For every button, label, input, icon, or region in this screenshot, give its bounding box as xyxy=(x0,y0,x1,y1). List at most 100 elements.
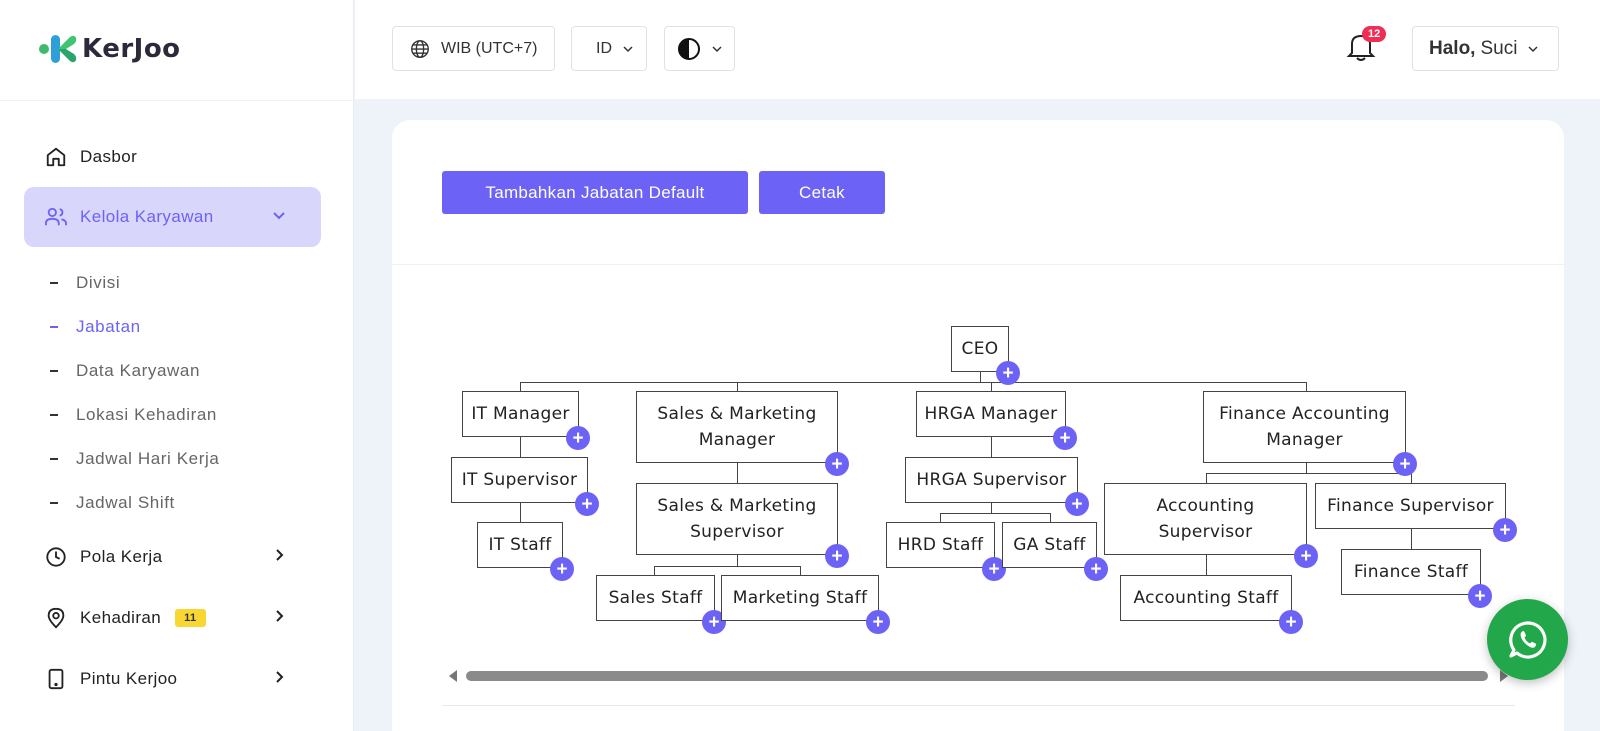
org-node-label: HRD Staff xyxy=(897,535,984,555)
kerjoo-logo-icon xyxy=(39,35,77,63)
users-icon xyxy=(44,205,68,229)
org-node-hrgam[interactable]: HRGA Manager xyxy=(916,391,1066,437)
clock-icon xyxy=(44,545,68,569)
kehadiran-count-badge: 11 xyxy=(175,609,206,627)
tablet-icon xyxy=(44,667,68,691)
sidebar-item-pintu-kerjoo[interactable]: Pintu Kerjoo xyxy=(24,649,321,709)
org-node-hrds[interactable]: HRD Staff xyxy=(886,522,995,568)
org-node-label: IT Supervisor xyxy=(461,470,578,490)
home-icon xyxy=(44,145,68,169)
org-node-label: Accounting Staff xyxy=(1133,588,1279,608)
add-child-position-button[interactable]: + xyxy=(550,557,574,581)
sidebar-divider xyxy=(0,100,354,101)
sidebar-subitem-jabatan[interactable]: Jabatan xyxy=(50,317,141,337)
add-child-position-button[interactable]: + xyxy=(1393,452,1417,476)
org-node-sst[interactable]: Sales Staff xyxy=(596,575,715,621)
org-node-label: HRGA Supervisor xyxy=(916,470,1067,490)
sidebar-item-kehadiran[interactable]: Kehadiran 11 xyxy=(24,588,321,648)
notification-count-badge: 12 xyxy=(1362,26,1387,42)
app-logo[interactable]: KerJoo xyxy=(38,32,181,66)
add-child-position-button[interactable]: + xyxy=(1468,584,1492,608)
add-child-position-button[interactable]: + xyxy=(1065,492,1089,516)
org-connector-line xyxy=(1306,382,1308,391)
horizontal-scrollbar[interactable] xyxy=(466,671,1488,681)
scroll-right-arrow[interactable] xyxy=(1500,670,1508,682)
org-node-label: Finance Supervisor xyxy=(1327,496,1494,516)
org-connector-line xyxy=(520,437,522,457)
add-child-position-button[interactable]: + xyxy=(866,610,890,634)
org-node-itst[interactable]: IT Staff xyxy=(477,522,563,568)
whatsapp-button[interactable] xyxy=(1487,599,1568,680)
add-child-position-button[interactable]: + xyxy=(1279,610,1303,634)
org-node-itm[interactable]: IT Manager xyxy=(462,391,579,437)
add-child-position-button[interactable]: + xyxy=(1084,557,1108,581)
theme-toggle[interactable] xyxy=(664,26,735,71)
sidebar-item-pola-kerja[interactable]: Pola Kerja xyxy=(24,527,321,587)
sidebar-subitem-jadwal-hari-kerja[interactable]: Jadwal Hari Kerja xyxy=(50,449,219,469)
scroll-left-arrow[interactable] xyxy=(449,670,457,682)
org-connector-line xyxy=(654,566,656,575)
org-connector-line xyxy=(1050,513,1052,522)
add-child-position-button[interactable]: + xyxy=(1053,426,1077,450)
print-button[interactable]: Cetak xyxy=(759,171,885,214)
sidebar-subitem-divisi[interactable]: Divisi xyxy=(50,273,120,293)
org-connector-line xyxy=(1306,463,1308,473)
sidebar-subitem-lokasi-kehadiran[interactable]: Lokasi Kehadiran xyxy=(50,405,217,425)
org-node-fam[interactable]: Finance Accounting Manager xyxy=(1203,391,1406,463)
org-connector-line xyxy=(800,566,802,575)
org-node-mst[interactable]: Marketing Staff xyxy=(721,575,879,621)
org-node-acst[interactable]: Accounting Staff xyxy=(1120,575,1292,621)
org-node-smm[interactable]: Sales & Marketing Manager xyxy=(636,391,838,463)
org-connector-line xyxy=(737,555,739,566)
org-node-hrgas[interactable]: HRGA Supervisor xyxy=(905,457,1078,503)
org-node-label: GA Staff xyxy=(1013,535,1086,555)
timezone-label: WIB (UTC+7) xyxy=(441,39,538,57)
add-child-position-button[interactable]: + xyxy=(825,452,849,476)
org-node-fst[interactable]: Finance Staff xyxy=(1341,549,1481,595)
add-child-position-button[interactable]: + xyxy=(1493,518,1517,542)
org-connector-line xyxy=(520,382,1306,384)
org-node-label: Accounting Supervisor xyxy=(1156,496,1255,542)
sidebar-item-label: Kehadiran xyxy=(80,608,162,627)
top-bar xyxy=(355,0,1600,99)
chevron-down-icon xyxy=(271,207,287,228)
org-connector-line xyxy=(1411,529,1413,549)
dash-icon xyxy=(50,458,58,460)
sidebar-item-label: Dasbor xyxy=(80,147,138,166)
sidebar-subitem-data-karyawan[interactable]: Data Karyawan xyxy=(50,361,200,381)
add-child-position-button[interactable]: + xyxy=(825,544,849,568)
org-node-label: Sales Staff xyxy=(608,588,703,608)
user-menu[interactable]: Halo, Suci xyxy=(1412,26,1559,71)
dash-icon xyxy=(50,282,58,284)
add-default-position-button[interactable]: Tambahkan Jabatan Default xyxy=(442,171,748,214)
sidebar-item-kelola-karyawan[interactable]: Kelola Karyawan xyxy=(24,187,321,247)
card-divider xyxy=(392,264,1564,265)
sidebar-item-dasbor[interactable]: Dasbor xyxy=(24,127,321,187)
org-node-sms[interactable]: Sales & Marketing Supervisor xyxy=(636,483,838,555)
org-node-fs[interactable]: Finance Supervisor xyxy=(1315,483,1506,529)
sidebar-subitem-jadwal-shift[interactable]: Jadwal Shift xyxy=(50,493,175,513)
org-connector-line xyxy=(940,513,942,522)
add-child-position-button[interactable]: + xyxy=(566,426,590,450)
org-connector-line xyxy=(940,513,1050,515)
org-node-label: IT Manager xyxy=(471,404,570,424)
org-connector-line xyxy=(1206,555,1208,575)
language-selector[interactable]: ID xyxy=(571,26,647,71)
dash-icon xyxy=(50,326,58,328)
org-connector-line xyxy=(991,437,993,457)
add-child-position-button[interactable]: + xyxy=(1294,544,1318,568)
chevron-right-icon xyxy=(271,669,287,690)
dash-icon xyxy=(50,502,58,504)
timezone-selector[interactable]: WIB (UTC+7) xyxy=(392,26,555,71)
globe-icon xyxy=(409,38,431,60)
org-connector-line xyxy=(991,382,993,391)
org-node-gas[interactable]: GA Staff xyxy=(1002,522,1097,568)
sidebar-subitem-label: Data Karyawan xyxy=(76,361,201,380)
org-node-its[interactable]: IT Supervisor xyxy=(451,457,588,503)
add-child-position-button[interactable]: + xyxy=(996,361,1020,385)
add-child-position-button[interactable]: + xyxy=(575,492,599,516)
org-node-label: CEO xyxy=(961,339,999,359)
whatsapp-icon xyxy=(1508,620,1547,659)
org-node-acs[interactable]: Accounting Supervisor xyxy=(1104,483,1307,555)
org-connector-line xyxy=(1206,473,1411,475)
